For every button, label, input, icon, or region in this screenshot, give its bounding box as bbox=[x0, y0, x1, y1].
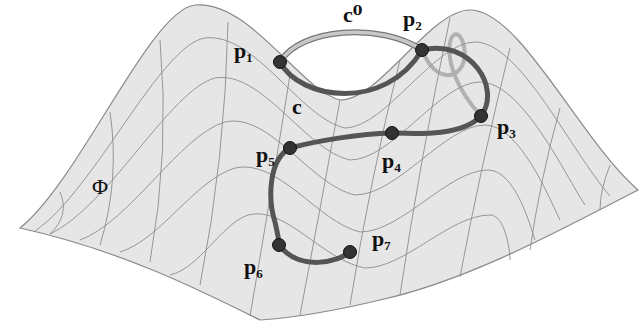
curve-points bbox=[273, 44, 488, 259]
point-label: p₇ bbox=[372, 228, 391, 250]
curve-label: c bbox=[292, 96, 302, 118]
point-label: p₆ bbox=[244, 256, 263, 278]
curve-c0 bbox=[280, 32, 422, 62]
point-label: p₁ bbox=[234, 40, 253, 62]
curve-c0-inner bbox=[280, 32, 422, 62]
point-label: p₂ bbox=[403, 8, 422, 30]
point-label: p₃ bbox=[497, 116, 516, 138]
point-label: p₅ bbox=[256, 144, 275, 166]
surface-grid bbox=[35, 18, 610, 316]
surface-patch bbox=[20, 5, 638, 320]
curve-c bbox=[271, 48, 488, 262]
curve-label: c⁰ bbox=[343, 4, 362, 26]
surface-label: Φ bbox=[92, 176, 108, 198]
point-label: p₄ bbox=[382, 150, 401, 172]
